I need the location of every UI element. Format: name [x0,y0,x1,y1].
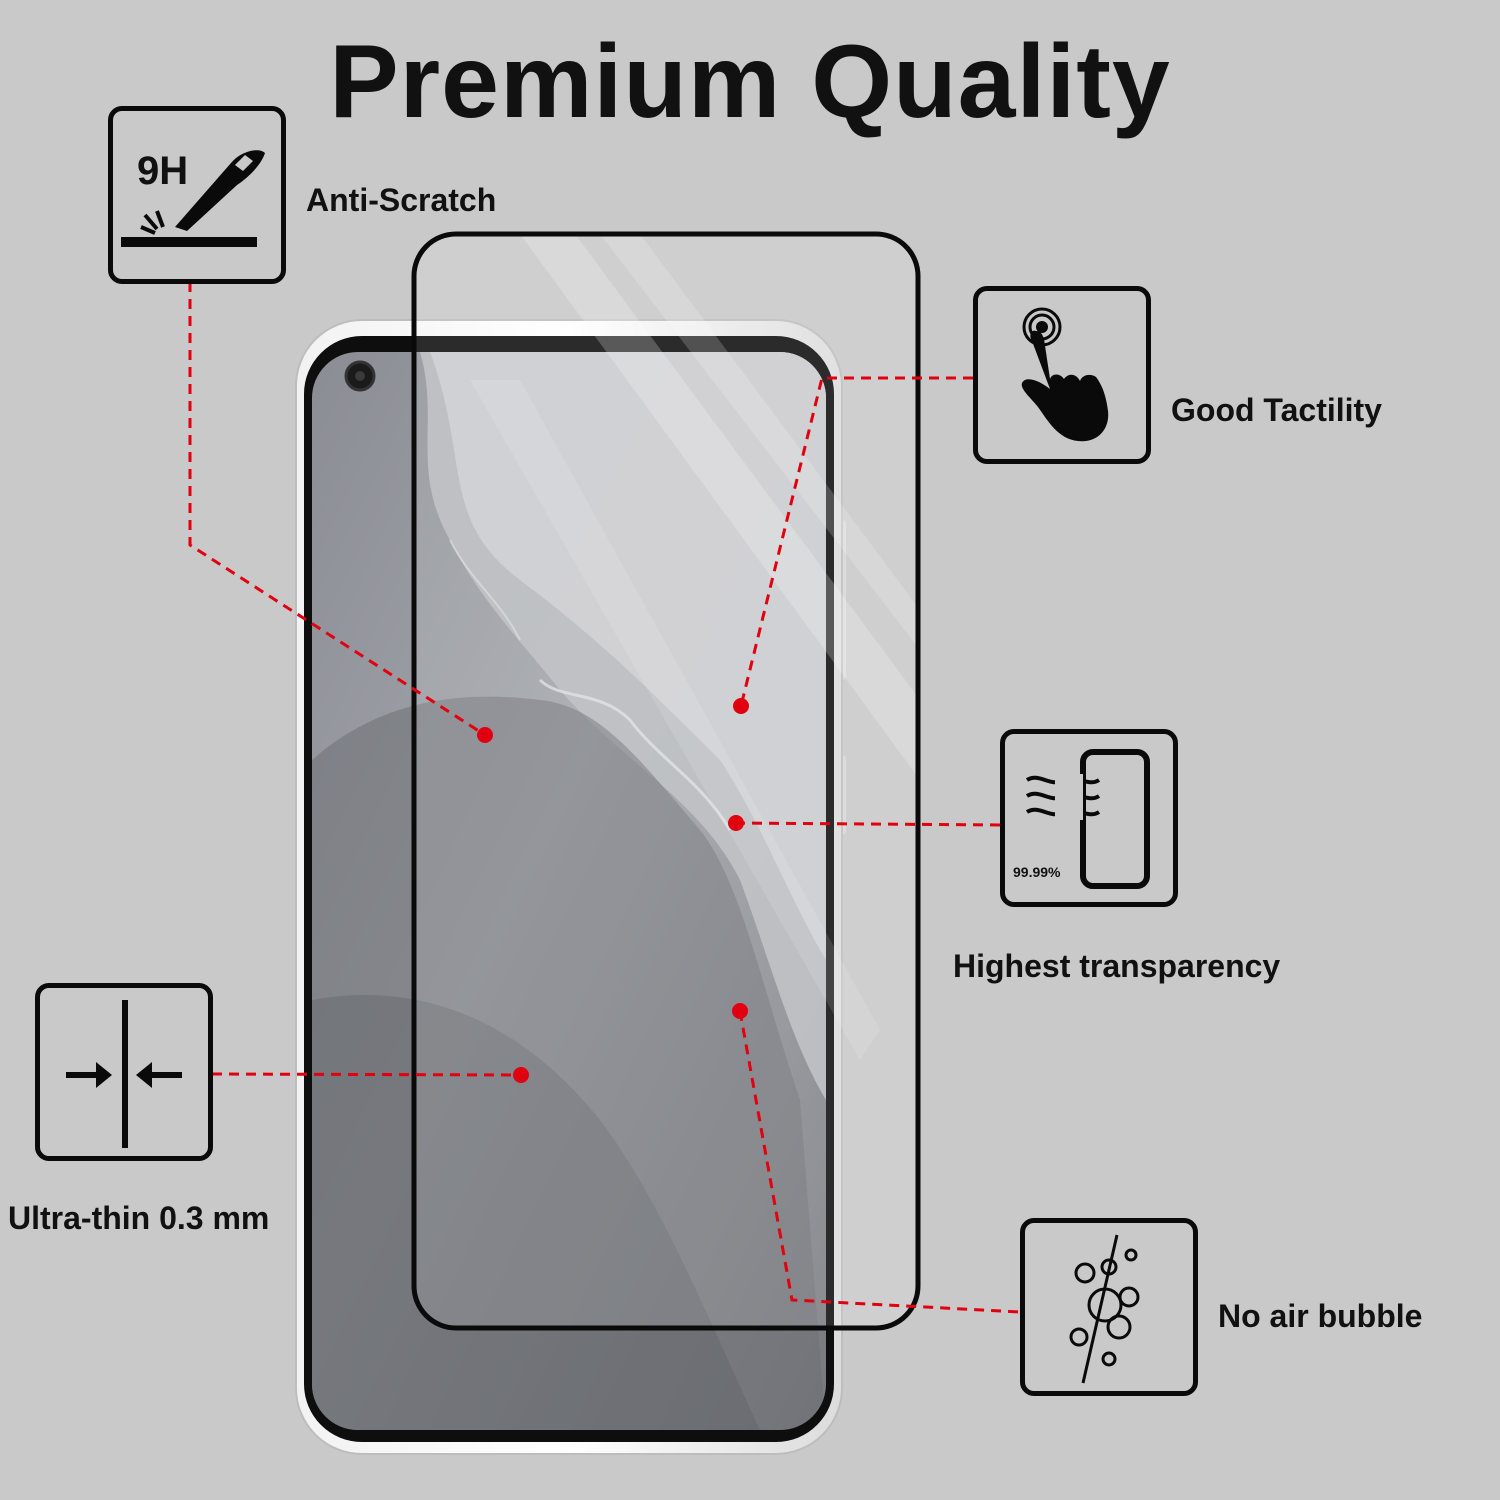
anti-scratch-icon-box: 9H [108,106,286,284]
callout-lines [188,282,1021,1314]
page-title: Premium Quality [329,24,1171,140]
bubbles-icon [1069,1234,1140,1384]
ultra-thin-label: Ultra-thin 0.3 mm [8,1200,270,1236]
transparency-icon-box: 99.99% [1000,729,1178,907]
callout-line-good-tactility [739,376,973,707]
callout-line-no-air-bubble [738,1010,1021,1314]
no-air-bubble-icon-box [1020,1218,1198,1396]
callout-dot [733,698,749,714]
callout-dot [732,1003,748,1019]
no-air-bubble-label: No air bubble [1218,1298,1423,1334]
touch-hand-icon [1021,307,1109,442]
thickness-arrows-icon [66,1000,182,1148]
callout-dot [477,727,493,743]
callout-dot [513,1067,529,1083]
highest-transparency-label: Highest transparency [953,948,1281,984]
good-tactility-label: Good Tactility [1171,392,1382,428]
transparency-waves-icon [1025,749,1150,889]
screen-protector [411,231,921,1331]
callout-line-ultra-thin [211,1072,522,1077]
ultra-thin-icon-box [35,983,213,1161]
good-tactility-icon-box [973,286,1151,464]
knife-icon [121,150,265,247]
wallpaper [312,352,826,1430]
hardness-badge: 9H [137,149,189,193]
anti-scratch-label: Anti-Scratch [306,182,497,218]
callout-line-anti-scratch [188,282,486,737]
transparency-badge: 99.99% [1013,864,1061,880]
callout-dot [728,815,744,831]
